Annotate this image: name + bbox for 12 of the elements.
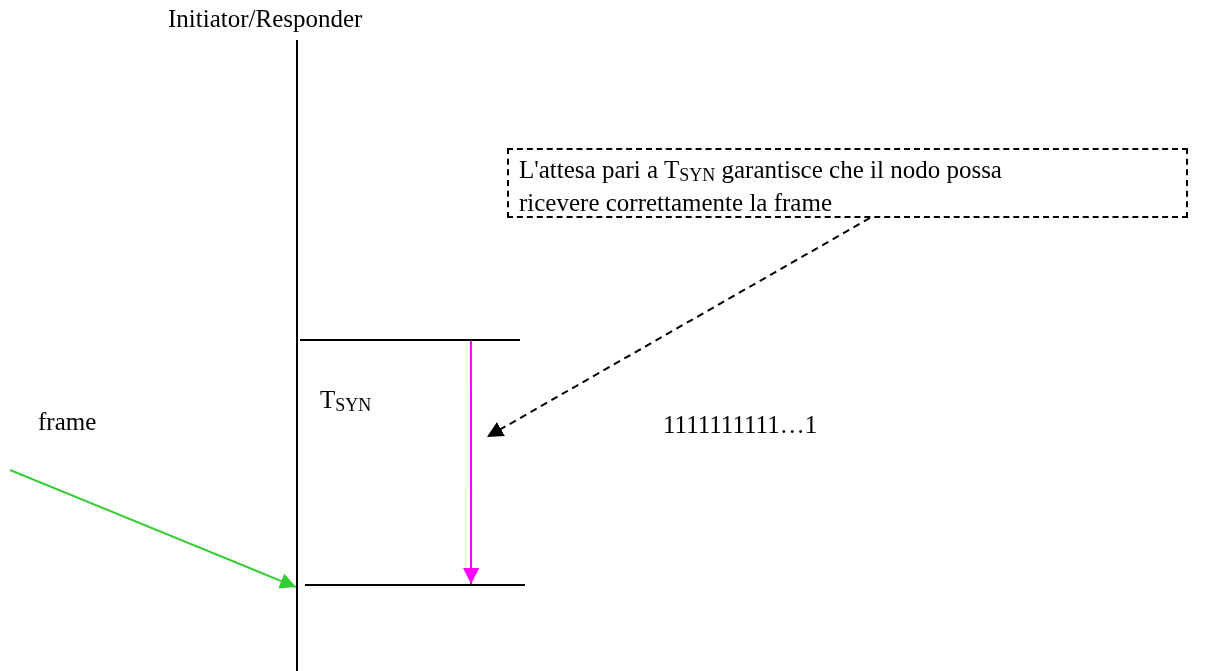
frame-label: frame [10,408,116,470]
lifeline [296,40,298,671]
time-marker-line [305,584,525,586]
duration-label: T$_{SYN}$ [320,385,372,417]
bit-sequence-label: 1111111111…1 [663,410,818,440]
callout-box [507,148,1188,218]
lifeline-label: Initiator/Responder [168,4,363,34]
leader-line [486,217,871,438]
callout-text: L'attesa pari a T$_{SYN}$ garantisce che il nodo possa ricevere correttamente la frame [519,155,1003,219]
duration-arrow [463,340,480,585]
arrow [9,469,297,589]
time-marker-line [300,339,520,341]
